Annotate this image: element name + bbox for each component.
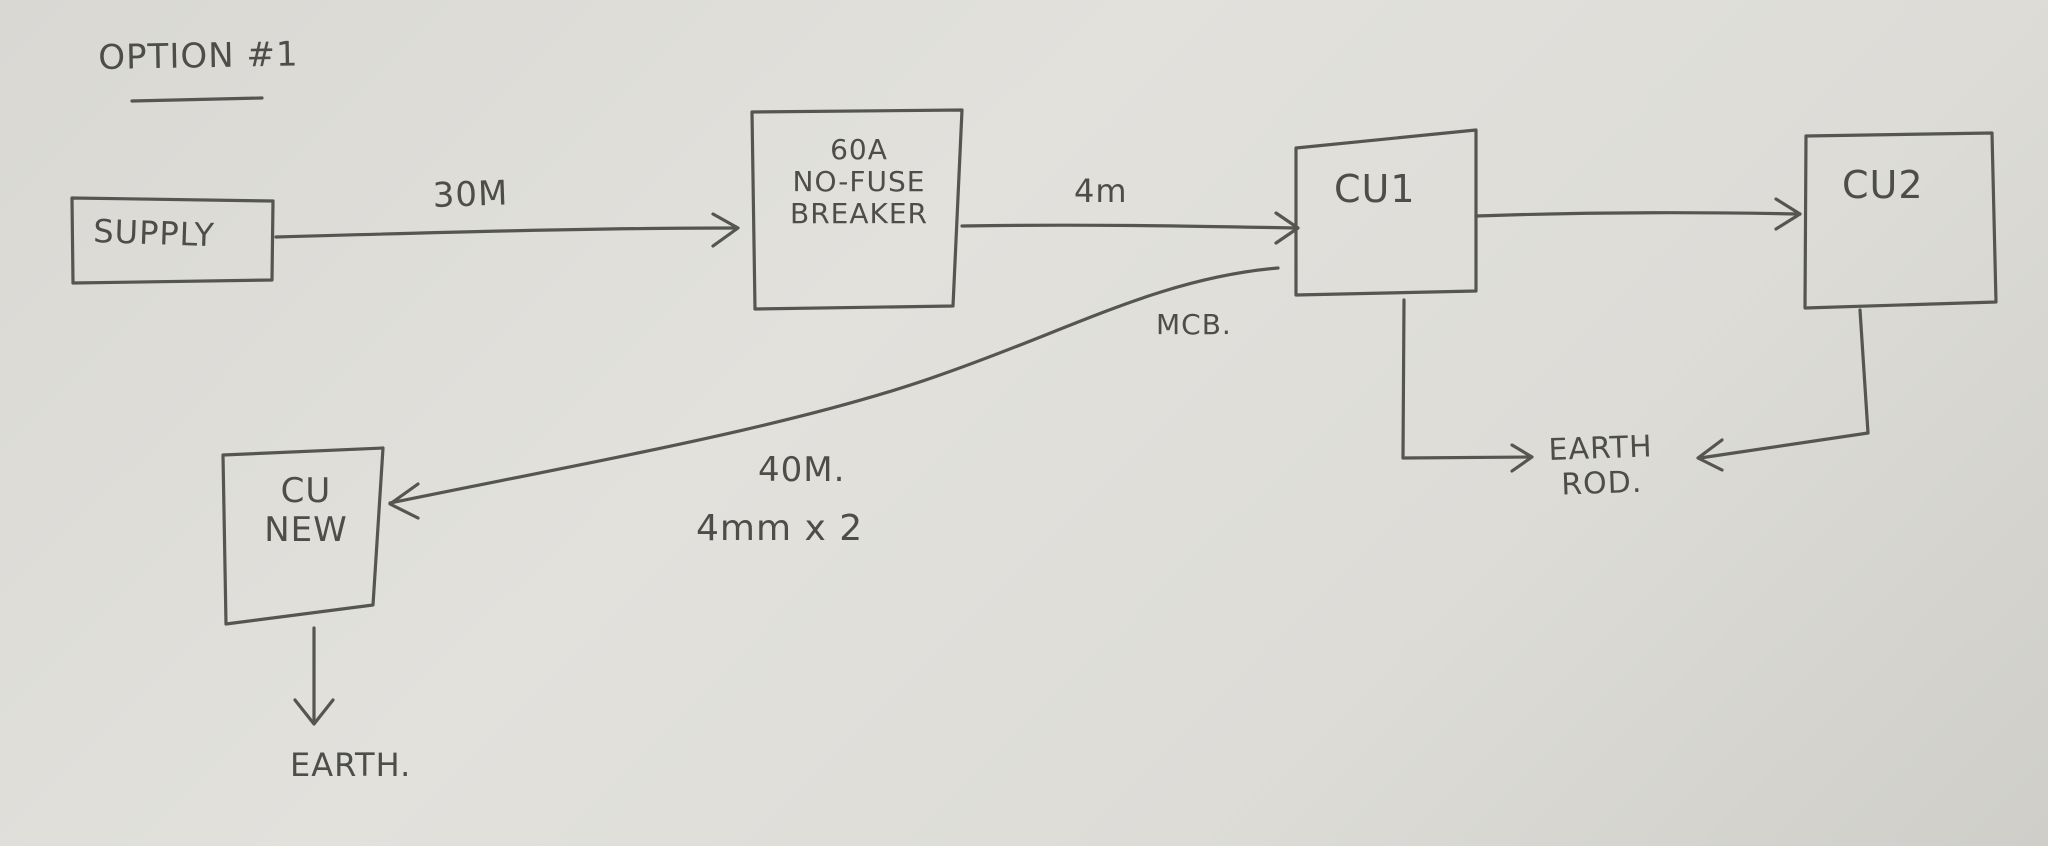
cu2-to-earth-rod-arrowhead <box>1696 438 1724 472</box>
cu-new-label: CU NEW <box>264 471 348 551</box>
earth-label: EARTH. <box>290 746 412 784</box>
title-underline <box>130 96 264 103</box>
cu1-label: CU1 <box>1334 167 1416 211</box>
supply-box <box>70 196 275 285</box>
cu-new-cable-length-label: 40M. <box>758 450 846 490</box>
supply-to-breaker-line <box>274 226 738 239</box>
cu1-to-earth-rod-line <box>1401 298 1532 460</box>
cu1-to-cu-new-arrowhead <box>388 482 420 520</box>
cu1-box <box>1294 128 1478 297</box>
cu1-to-cu2-line <box>1474 211 1802 218</box>
cu-new-to-earth-arrowhead <box>293 698 335 726</box>
cu1-to-cu2-arrowhead <box>1774 197 1802 231</box>
breaker-label: 60A NO-FUSE BREAKER <box>789 133 929 231</box>
cu-new-box <box>221 446 385 626</box>
supply-to-breaker-arrowhead <box>711 212 740 248</box>
supply-label: SUPPLY <box>92 212 216 255</box>
cu1-to-cu-new-line <box>388 266 1280 505</box>
breaker-cu1-length-label: 4m <box>1074 172 1128 210</box>
cu-new-cable-size-label: 4mm x 2 <box>696 508 864 549</box>
breaker-box <box>750 108 964 311</box>
breaker-to-cu1-arrowhead <box>1274 211 1300 245</box>
breaker-to-cu1-line <box>960 223 1298 230</box>
cu2-box <box>1803 131 1998 310</box>
diagram-title: OPTION #1 <box>98 34 299 78</box>
cu2-label: CU2 <box>1842 163 1924 207</box>
supply-breaker-length-label: 30M <box>432 173 509 216</box>
cu2-to-earth-rod-line <box>1698 308 1870 460</box>
mcb-label: MCB. <box>1156 308 1232 341</box>
cu1-to-earth-rod-arrowhead <box>1510 443 1534 473</box>
earth-rod-label: EARTH ROD. <box>1547 429 1654 503</box>
